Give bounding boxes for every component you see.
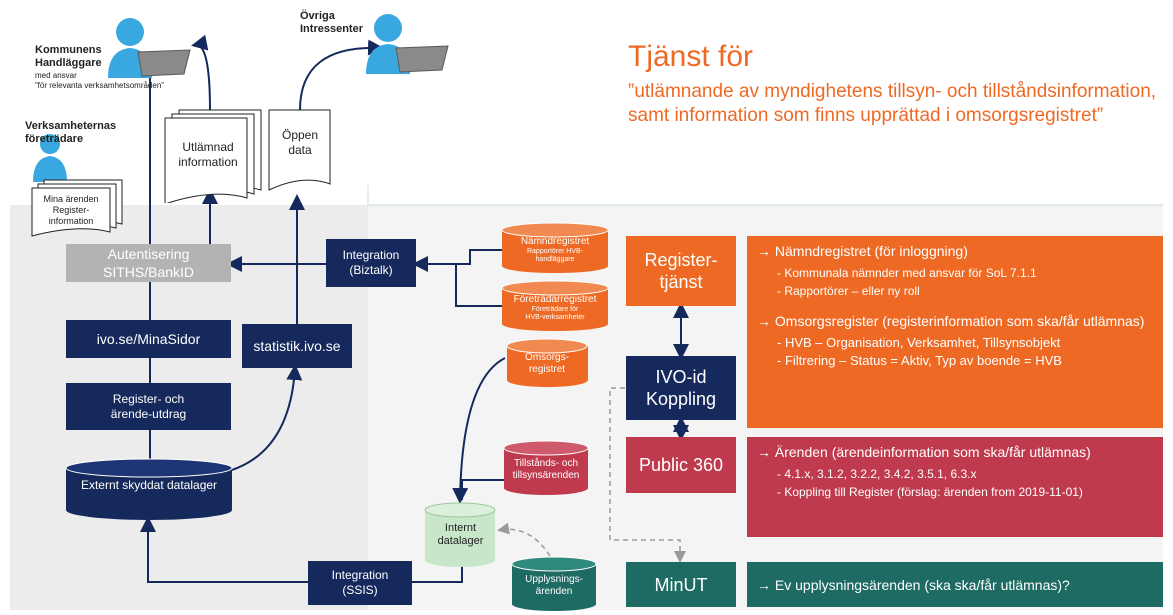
omsorg-bullet-1: - HVB – Organisation, Verksamhet, Tillsy… [777,335,1061,350]
kommunens-person-icon [108,18,191,78]
minut-info-box: → Ev upplysningsärenden (ska ska/får utl… [747,562,1163,607]
ovriga-person-icon [366,14,449,74]
namnd-label: Nämndregistret Rapportörer HVB-handlägga… [500,236,610,264]
externt-label: Externt skyddat datalager [80,478,218,492]
utlamnad-doc-label: Utlämnad information [178,140,238,169]
page-subtitle: ”utlämnande av myndighetens tillsyn- och… [628,81,1157,126]
namnd-heading: → Nämndregistret (för inloggning) [757,243,968,259]
minut-box: MinUT [626,562,736,607]
auth-line1: Autentisering [107,246,190,262]
upplysnings-label: Upplysnings-ärenden [525,574,583,597]
tillstands-label: Tillstånds- och tillsynsärenden [512,458,580,481]
verksamheternas-label: Verksamheternas företrädare [25,120,117,145]
integration-ssis-box: Integration (SSIS) [308,561,412,605]
registertjanst-box: Register- tjänst [626,236,736,306]
auth-box: Autentisering SITHS/BankID [66,244,231,282]
namnd-bullet-2: - Rapportörer – eller ny roll [777,284,920,298]
utlamnad-doc-stack [164,109,262,203]
foretradar-cylinder [501,280,609,331]
namnd-bullet-1: - Kommunala nämnder med ansvar för SoL 7… [777,266,1037,280]
ivoid-box: IVO-id Koppling [626,356,736,420]
oppen-doc-icon [268,109,331,191]
register-info-box: → Nämndregistret (för inloggning) - Komm… [747,236,1163,428]
biztalk-line1: Integration [342,248,400,262]
arenden-heading: → Ärenden (ärendeinformation som ska/får… [757,444,1091,460]
foretradar-title: Företrädarregistret [513,294,597,305]
page-title: Tjänst för [628,40,754,73]
public360-box: Public 360 [626,437,736,493]
foretradar-label: Företrädarregistret Företrädare för HVB-… [500,294,610,322]
biztalk-line2: (Biztalk) [349,263,393,277]
arenden-info-box: → Ärenden (ärendeinformation som ska/får… [747,437,1163,537]
oppen-doc-label: Öppen data [281,128,319,157]
namnd-sub: Rapportörer HVB-handläggare [526,248,584,263]
tillstands-cylinder [503,440,589,495]
ovriga-label: Övriga Intressenter [300,10,363,35]
omsorgs-cylinder [506,338,588,388]
ssis-line1: Integration [331,568,389,582]
statistik-box[interactable]: statistik.ivo.se [242,324,352,368]
utdrag-box: Register- och ärende-utdrag [66,383,231,430]
mina-doc-stack [31,179,123,237]
kommunens-sub1: med ansvar [35,71,77,80]
kommunens-label: Kommunens Handläggare [35,44,102,69]
arenden-bullet-2: - Koppling till Register (förslag: ärend… [777,485,1083,499]
integration-biztalk-box: Integration (Biztalk) [326,239,416,287]
namnd-cylinder [501,222,609,273]
mina-doc-label: Mina ärenden Register-information [43,194,99,226]
foretradar-sub: Företrädare för HVB-verksamheter [525,306,585,321]
verksamheternas-person-icon [33,134,67,182]
omsorg-heading: → Omsorgsregister (registerinformation s… [757,313,1145,329]
minasidor-box[interactable]: ivo.se/MinaSidor [66,320,231,358]
auth-line2: SITHS/BankID [102,264,195,280]
kommunens-sub2: ”för relevanta verksamhetsområden” [35,81,164,90]
internt-label: Internt datalager [437,522,484,547]
arenden-bullet-1: - 4.1.x, 3.1.2, 3.2.2, 3.4.2, 3.5.1, 6.3… [777,467,977,481]
externt-cylinder [65,458,233,520]
minut-heading: → Ev upplysningsärenden (ska ska/får utl… [757,576,1070,593]
omsorgs-label: Omsorgs-registret [525,352,569,375]
ssis-line2: (SSIS) [342,583,378,597]
upplysnings-cylinder [511,556,597,611]
namnd-title: Nämndregistret [520,236,590,247]
omsorg-bullet-2: - Filtrering – Status = Aktiv, Typ av bo… [777,353,1062,368]
internt-cylinder [424,502,496,567]
